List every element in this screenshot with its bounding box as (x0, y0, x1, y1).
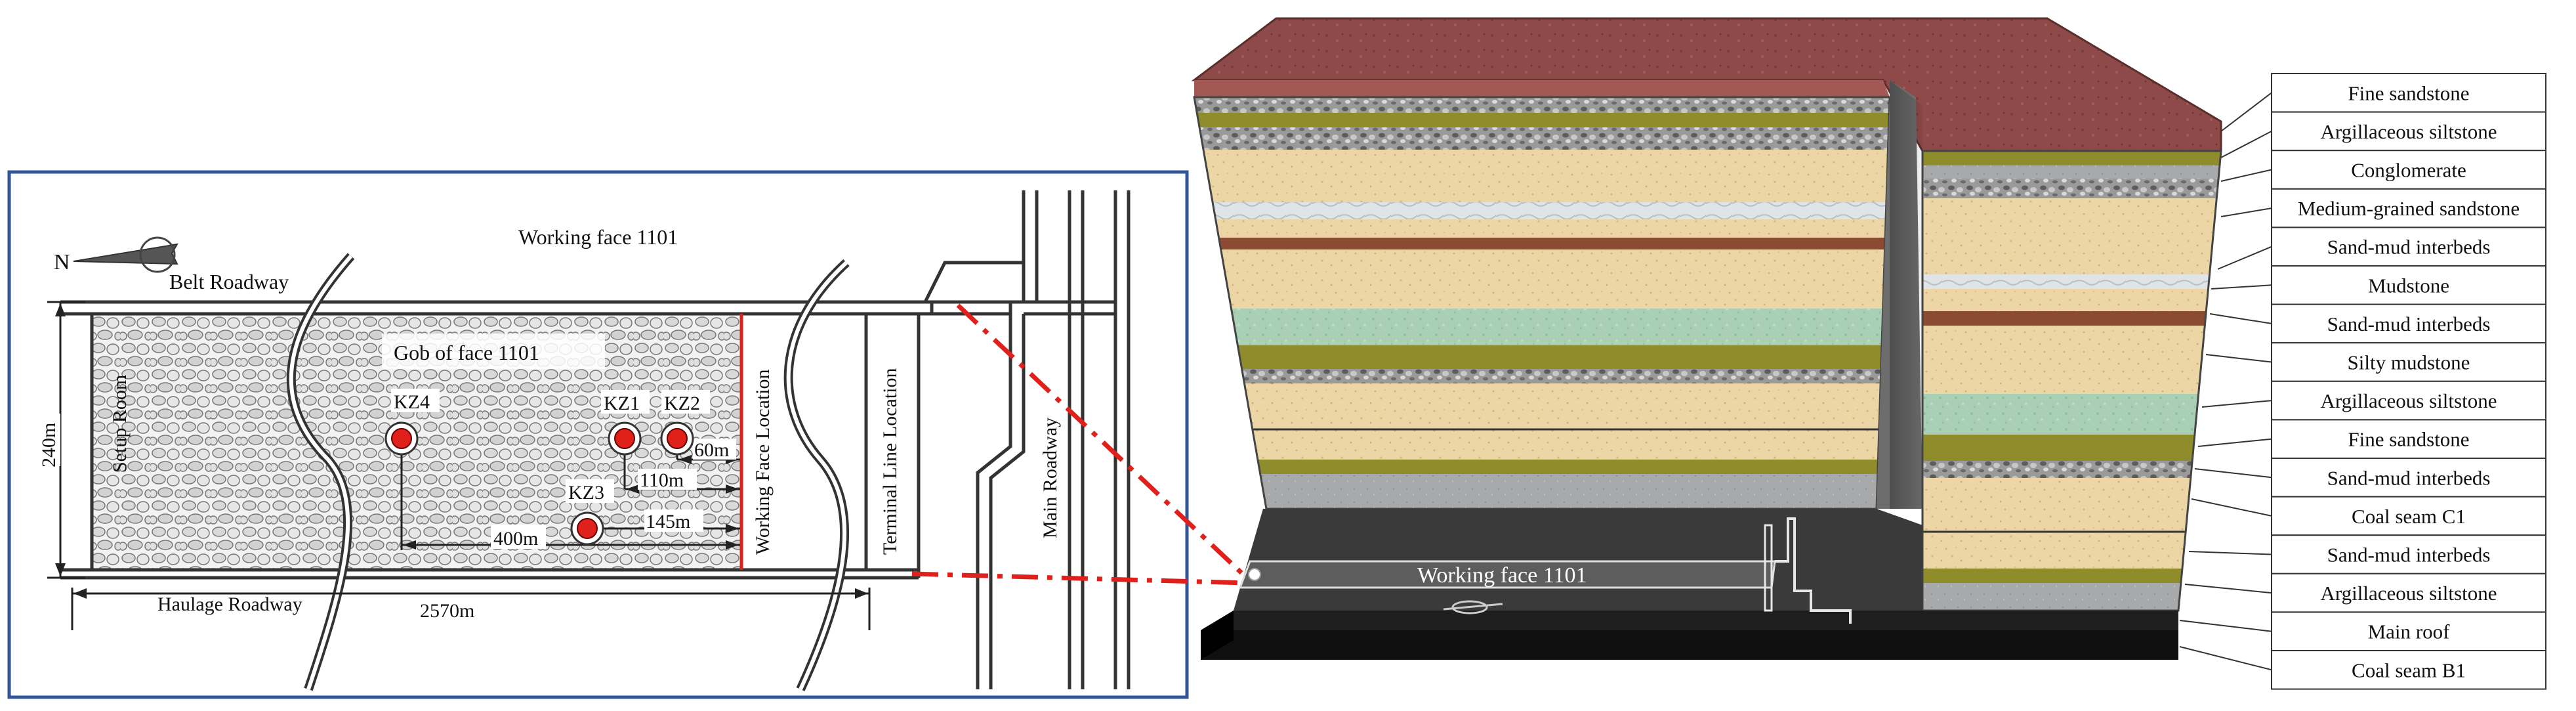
dim-60-bg (693, 439, 736, 460)
setup-room-label: Setup Room (109, 375, 131, 473)
main-roadway-network (864, 190, 1131, 689)
front-face-upper (1193, 96, 1891, 510)
borehole-kz2-label: KZ2 (664, 393, 700, 414)
legend-leader-line (2201, 400, 2272, 408)
coal-seam-c1-top (1234, 509, 1922, 611)
soil-front-edge (1194, 80, 1890, 97)
plan-view: N Belt Roadway Working face 1101 (7, 170, 1189, 699)
legend-leader-line (2217, 246, 2272, 270)
haulage-roadway-label: Haulage Roadway (157, 593, 302, 615)
legend-leader-line (2194, 468, 2272, 479)
legend-label: Mudstone (2368, 274, 2449, 297)
borehole-kz3-marker (577, 518, 598, 539)
legend-label: Medium-grained sandstone (2298, 197, 2520, 220)
legend-leader-line (2184, 584, 2272, 594)
borehole-kz4-label: KZ4 (394, 391, 430, 413)
north-label: N (54, 250, 70, 274)
legend-box (2271, 188, 2546, 228)
legend-label: Argillaceous siltstone (2321, 120, 2497, 143)
strata-block: Working face 1101 (1191, 17, 2222, 660)
terminal-line-location-label: Terminal Line Location (879, 368, 901, 555)
legend-label: Sand-mud interbeds (2327, 312, 2491, 335)
borehole-kz2: KZ2 (660, 390, 710, 456)
dim-110-label: 110m (640, 469, 684, 491)
legend-label: Argillaceous siltstone (2321, 582, 2497, 605)
face-marker-icon (1248, 568, 1261, 581)
legend-leader-line (2220, 92, 2272, 132)
borehole-kz1-marker (614, 428, 635, 449)
legend-box (2271, 496, 2546, 536)
working-face-label-bg (748, 328, 776, 558)
fault-curve-left-inner (289, 255, 353, 690)
legend-leader-line (2211, 284, 2272, 290)
legend-leader-line (2179, 620, 2272, 632)
legend-leader-line (2209, 313, 2272, 324)
legend-leader-line (2220, 207, 2272, 217)
roadway-connection (1775, 517, 1852, 624)
legend-box (2271, 458, 2546, 498)
coal-seam-b1-base (1201, 630, 2178, 660)
working-face-title: Working face 1101 (518, 225, 678, 249)
dim-110-bg (638, 469, 697, 490)
gob-label-bg (382, 334, 605, 369)
borehole-kz1: KZ1 (601, 390, 650, 456)
legend-leader-line (2179, 646, 2272, 671)
legend-label: Coal seam C1 (2352, 505, 2466, 528)
borehole-kz4-marker (391, 428, 412, 449)
legend-leader-line (2205, 354, 2272, 363)
dim-length-label: 2570m (420, 600, 474, 622)
borehole-kz4: KZ4 (384, 389, 440, 456)
legend-label: Main roof (2368, 620, 2451, 643)
connector-lower (911, 571, 1247, 586)
legend-box (2271, 111, 2546, 152)
legend-leader-line (2188, 551, 2272, 555)
panel-outline (90, 312, 921, 572)
legend-label: Silty mudstone (2348, 351, 2470, 374)
dim-400-label: 400m (493, 528, 538, 549)
working-face-block-label: Working face 1101 (1417, 563, 1587, 588)
front-face-right (1921, 150, 2222, 612)
dim-60-label: 60m (694, 439, 729, 461)
block-compass-icon (1443, 600, 1503, 614)
base-left-edge (1201, 611, 1234, 660)
belt-roadway-label: Belt Roadway (169, 270, 289, 293)
legend-label: Sand-mud interbeds (2327, 466, 2491, 489)
working-face-location-label: Working Face Location (752, 370, 774, 555)
legend-leader-line (2220, 169, 2272, 182)
borehole-kz3: KZ3 (566, 479, 614, 546)
legend-label: Conglomerate (2351, 159, 2466, 182)
coal-seam-layer (1201, 611, 2178, 630)
legend-leader-line (2220, 131, 2272, 158)
legend-label: Sand-mud interbeds (2327, 236, 2491, 259)
borehole-kz2-marker (667, 428, 688, 449)
compass-ring-icon (139, 236, 176, 273)
dim-145-label: 145m (646, 511, 690, 532)
legend-label: Fine sandstone (2348, 81, 2469, 104)
legend-label: Argillaceous siltstone (2321, 389, 2497, 412)
legend-leader-line (2191, 498, 2272, 517)
connector-lines (911, 303, 1249, 586)
legend-label: Coal seam B1 (2352, 658, 2466, 681)
legend-box (2271, 611, 2546, 652)
legend-box (2271, 534, 2546, 574)
dim-height-bg (34, 414, 60, 466)
roadway-shaft (1764, 524, 1773, 612)
borehole-kz3-label: KZ3 (568, 482, 604, 504)
upper-block-side-shade (1890, 80, 1922, 509)
dim-height-label: 240m (38, 423, 60, 467)
gob-label: Gob of face 1101 (394, 341, 539, 364)
legend-box (2271, 73, 2546, 113)
north-arrow: N (54, 236, 178, 274)
fault-curve-right-inner (786, 261, 848, 691)
dim-400-bg (491, 525, 546, 549)
dim-145-bg (644, 509, 703, 532)
borehole-kz1-label: KZ1 (604, 393, 640, 414)
legend-leader-line (2197, 438, 2272, 447)
main-roadway-label: Main Roadway (1039, 418, 1061, 538)
connector-upper (956, 303, 1249, 580)
legend-label: Fine sandstone (2348, 428, 2469, 451)
legend-label: Sand-mud interbeds (2327, 544, 2491, 567)
